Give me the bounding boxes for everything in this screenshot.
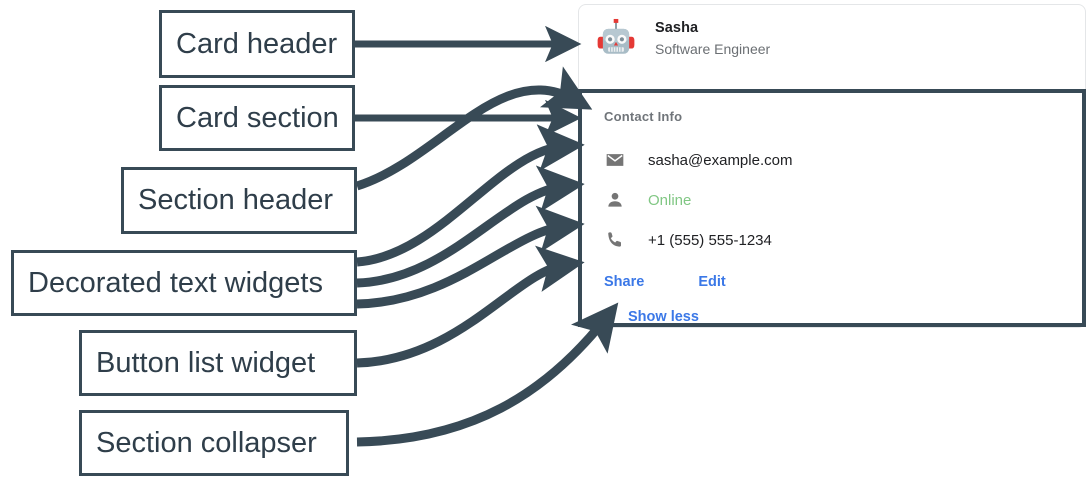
arrow-section-collapser [356, 302, 619, 447]
edit-button[interactable]: Edit [688, 270, 735, 294]
annotation-label-text: Card header [176, 27, 338, 60]
contact-card: Sasha Software Engineer Contact Info sas… [578, 4, 1086, 328]
card-header-subtitle: Software Engineer [655, 40, 771, 57]
decorated-text-widget-status: Online [604, 180, 1082, 220]
arrow-decorated-text-3 [356, 205, 585, 309]
phone-icon [604, 229, 626, 251]
annotation-label-card-header: Card header [159, 10, 355, 78]
decorated-text-widget-phone: +1 (555) 555-1234 [604, 220, 1082, 260]
card-header-text: Sasha Software Engineer [655, 20, 770, 57]
section-collapser: Show less [628, 305, 1082, 329]
email-icon [604, 149, 626, 171]
annotation-label-section-collapser: Section collapser [79, 410, 349, 476]
arrow-section-header [355, 66, 593, 191]
arrow-decorated-text-1 [356, 124, 585, 267]
annotation-label-card-section: Card section [159, 85, 355, 151]
card-section: Contact Info sasha@example.com [578, 89, 1086, 327]
card-header-title: Sasha [655, 19, 699, 36]
annotation-label-decorated-text: Decorated text widgets [11, 250, 357, 316]
arrow-button-list [356, 245, 585, 368]
arrow-decorated-text-2 [356, 165, 585, 288]
robot-avatar-icon [597, 18, 635, 54]
section-header: Contact Info [604, 109, 683, 124]
decorated-text-widget-email: sasha@example.com [604, 140, 1082, 180]
person-icon [604, 189, 626, 211]
decorated-text-label-phone: +1 (555) 555-1234 [648, 231, 772, 249]
annotation-label-text: Section header [138, 184, 334, 216]
annotation-label-button-list: Button list widget [79, 330, 357, 396]
annotation-label-text: Section collapser [96, 426, 317, 459]
show-less-button[interactable]: Show less [628, 305, 709, 329]
decorated-text-label-status: Online [648, 191, 692, 209]
card-header: Sasha Software Engineer [579, 5, 1085, 71]
share-button[interactable]: Share [594, 270, 654, 294]
annotation-label-text: Button list widget [96, 346, 316, 379]
button-list-widget: Share Edit [594, 270, 1082, 294]
card-section-inner: Contact Info sasha@example.com [582, 93, 1082, 329]
decorated-text-label: sasha@example.com [648, 151, 793, 169]
annotation-label-text: Decorated text widgets [28, 266, 323, 299]
annotation-label-text: Card section [176, 101, 339, 134]
annotation-label-section-header: Section header [121, 167, 357, 234]
